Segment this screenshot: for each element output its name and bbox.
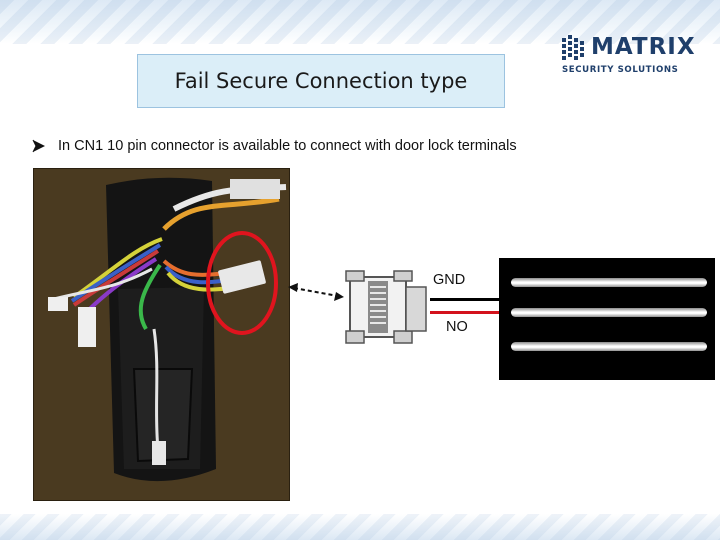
matrix-logo: MATRIX SECURITY SOLUTIONS: [560, 34, 695, 82]
terminal-bar: [511, 278, 707, 287]
logo-tagline: SECURITY SOLUTIONS: [562, 65, 679, 75]
no-wire: [430, 311, 502, 314]
header-band: [0, 0, 720, 44]
terminal-connector: [345, 270, 427, 344]
arrowhead-bullet-icon: [32, 139, 45, 153]
gnd-wire: [430, 298, 502, 301]
gnd-label: GND: [433, 272, 466, 288]
logo-wordmark: MATRIX: [591, 34, 696, 60]
double-arrow-icon: [288, 283, 344, 301]
terminal-bar: [511, 342, 707, 351]
door-lock-terminals: [499, 258, 715, 380]
bullet-point: In CN1 10 pin connector is available to …: [32, 138, 517, 154]
terminal-bar: [511, 308, 707, 317]
highlight-circle: [206, 231, 278, 335]
slide-title: Fail Secure Connection type: [174, 69, 468, 93]
reader-photo: [33, 168, 290, 501]
title-box: Fail Secure Connection type: [137, 54, 505, 108]
footer-band: [0, 514, 720, 540]
no-label: NO: [446, 319, 468, 335]
bullet-text: In CN1 10 pin connector is available to …: [58, 138, 517, 154]
logo-grid-icon: [562, 35, 584, 60]
